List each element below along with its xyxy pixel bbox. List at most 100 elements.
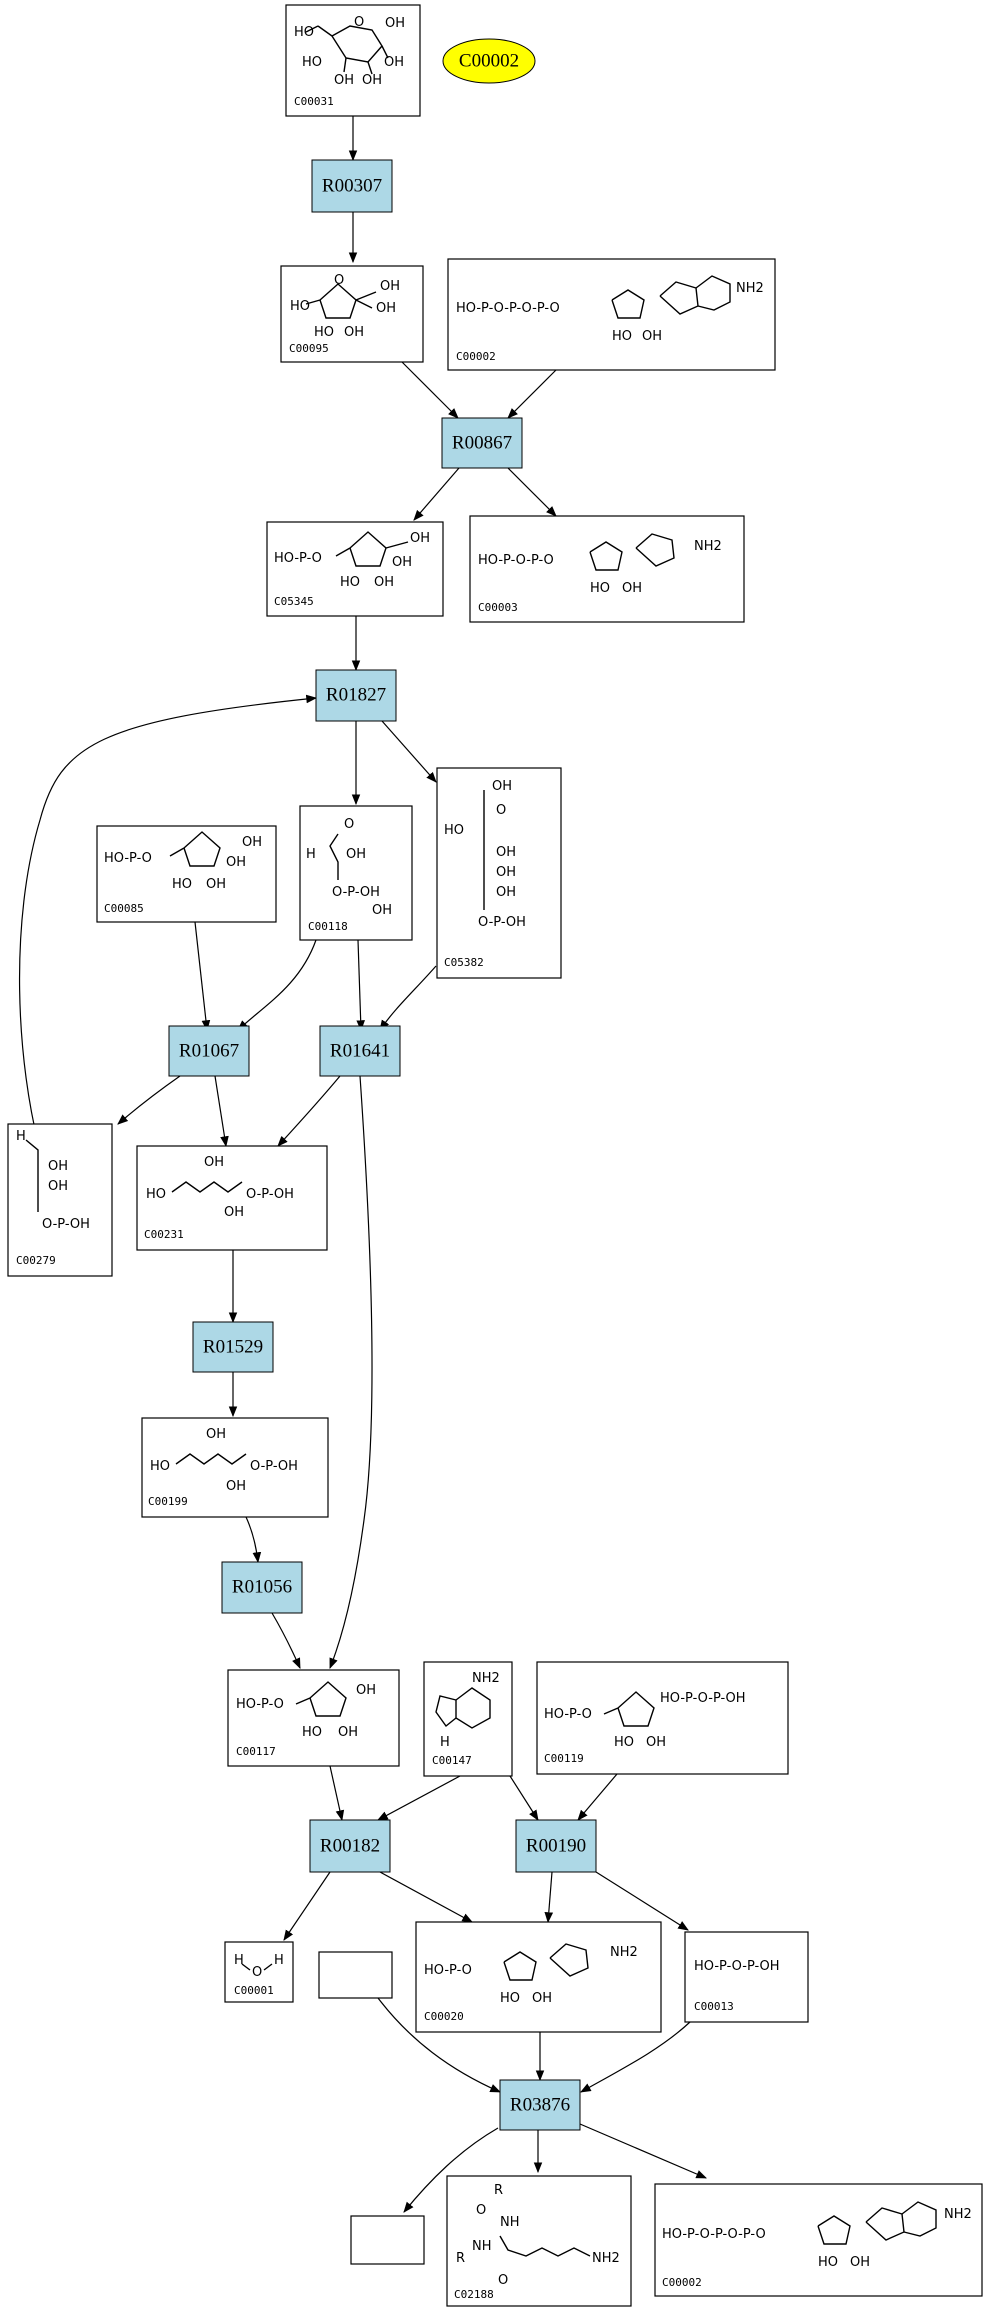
svg-text:NH2: NH2 bbox=[472, 1671, 500, 1686]
svg-text:O: O bbox=[476, 2203, 486, 2218]
edge-r01067-c00231 bbox=[214, 1075, 229, 1148]
reaction-r03876[interactable]: R03876 bbox=[499, 2079, 581, 2131]
svg-text:O-P-OH: O-P-OH bbox=[478, 915, 526, 930]
svg-text:OH: OH bbox=[410, 531, 430, 546]
svg-text:O-P-OH: O-P-OH bbox=[332, 885, 380, 900]
svg-text:OH: OH bbox=[372, 903, 392, 918]
reaction-r01827[interactable]: R01827 bbox=[315, 669, 397, 722]
structure-drawing: HO-P-O-P-O NH2 HO OH bbox=[478, 533, 722, 596]
structure-drawing: HO OH OH O-P-OH bbox=[150, 1427, 298, 1494]
reaction-r00182[interactable]: R00182 bbox=[309, 1819, 391, 1873]
svg-text:H: H bbox=[306, 847, 316, 862]
compound-id: C00085 bbox=[104, 902, 144, 915]
reaction-r01067[interactable]: R01067 bbox=[168, 1025, 250, 1077]
compound-c00117[interactable]: HO-P-O OH HO OH C00117 bbox=[227, 1669, 400, 1767]
svg-text:HO: HO bbox=[290, 299, 310, 314]
compound-unlabeled-1[interactable] bbox=[318, 1951, 393, 1999]
svg-text:HO: HO bbox=[172, 877, 192, 892]
svg-text:OH: OH bbox=[492, 779, 512, 794]
compound-c00013[interactable]: HO-P-O-P-OH C00013 bbox=[684, 1931, 809, 2023]
reaction-r01056[interactable]: R01056 bbox=[221, 1561, 303, 1614]
svg-text:OH: OH bbox=[206, 877, 226, 892]
edge-r00182-c00001 bbox=[283, 1871, 331, 1941]
compound-c00003[interactable]: HO-P-O-P-O NH2 HO OH C00003 bbox=[469, 515, 745, 623]
reaction-label: R00867 bbox=[452, 432, 512, 453]
reaction-label: R00307 bbox=[322, 175, 382, 196]
svg-text:H: H bbox=[16, 1129, 26, 1144]
compound-c05345[interactable]: HO-P-O OH OH HO OH C05345 bbox=[266, 521, 444, 617]
compound-c02188[interactable]: R O NH R NH O NH2 C02188 bbox=[446, 2175, 632, 2307]
edge-c00199-r01056 bbox=[245, 1516, 262, 1564]
compound-c00031[interactable]: HO OH HO OH OH OH O C00031 bbox=[285, 4, 421, 117]
svg-text:OH: OH bbox=[392, 555, 412, 570]
compound-id: C00119 bbox=[544, 1752, 584, 1765]
reaction-r00307[interactable]: R00307 bbox=[311, 159, 393, 213]
compound-c00001[interactable]: H O H C00001 bbox=[224, 1941, 294, 2003]
svg-text:OH: OH bbox=[362, 73, 382, 88]
compound-c00199[interactable]: HO OH OH O-P-OH C00199 bbox=[141, 1417, 329, 1518]
svg-text:OH: OH bbox=[496, 845, 516, 860]
reaction-r01529[interactable]: R01529 bbox=[192, 1321, 274, 1373]
edge-c05382-r01641 bbox=[379, 965, 437, 1031]
compound-c00085[interactable]: HO-P-O OH OH HO OH C00085 bbox=[96, 825, 277, 923]
reaction-r01641[interactable]: R01641 bbox=[319, 1025, 401, 1077]
compound-id: C00147 bbox=[432, 1754, 472, 1767]
svg-text:OH: OH bbox=[376, 301, 396, 316]
compound-c00002-bottom[interactable]: HO-P-O-P-O-P-O NH2 HO OH C00002 bbox=[654, 2183, 983, 2297]
compound-c00118[interactable]: O H OH O-P-OH OH C00118 bbox=[299, 805, 413, 941]
compound-c00147[interactable]: NH2 H C00147 bbox=[423, 1661, 513, 1777]
svg-text:OH: OH bbox=[380, 279, 400, 294]
edge-r00182-c00020 bbox=[379, 1871, 473, 1923]
compound-c00020[interactable]: HO-P-O NH2 HO OH C00020 bbox=[415, 1921, 662, 2033]
svg-text:HO: HO bbox=[614, 1735, 634, 1750]
svg-text:OH: OH bbox=[338, 1725, 358, 1740]
compound-c00231[interactable]: HO OH OH O-P-OH C00231 bbox=[136, 1145, 328, 1251]
svg-text:HO-P-O: HO-P-O bbox=[236, 1697, 284, 1712]
svg-text:NH2: NH2 bbox=[592, 2251, 620, 2266]
reaction-label: R00182 bbox=[320, 1835, 380, 1856]
svg-text:NH2: NH2 bbox=[610, 1945, 638, 1960]
reaction-r00867[interactable]: R00867 bbox=[441, 417, 523, 469]
compound-id: C00013 bbox=[694, 2000, 734, 2013]
structure-drawing: HO-P-O-P-O-P-O NH2 HO OH bbox=[456, 275, 764, 344]
svg-text:HO-P-O-P-OH: HO-P-O-P-OH bbox=[694, 1959, 780, 1974]
compound-id: C00002 bbox=[456, 350, 496, 363]
compound-id: C00199 bbox=[148, 1495, 188, 1508]
svg-text:H: H bbox=[440, 1735, 450, 1750]
svg-text:OH: OH bbox=[206, 1427, 226, 1442]
structure-drawing: HO-P-O OH OH HO OH bbox=[274, 531, 430, 590]
svg-text:HO-P-O: HO-P-O bbox=[104, 851, 152, 866]
edge-r00190-c00020 bbox=[544, 1871, 554, 1924]
svg-text:HO-P-O: HO-P-O bbox=[274, 551, 322, 566]
reaction-label: R01827 bbox=[326, 684, 386, 705]
compound-c05382[interactable]: OH O HO OH OH OH O-P-OH C05382 bbox=[436, 767, 562, 979]
svg-text:OH: OH bbox=[622, 581, 642, 596]
svg-text:OH: OH bbox=[385, 16, 405, 31]
edge-c00013-r03876 bbox=[580, 2021, 691, 2093]
svg-text:HO: HO bbox=[302, 1725, 322, 1740]
compound-c00119[interactable]: HO-P-O HO-P-O-P-OH HO OH C00119 bbox=[536, 1661, 789, 1775]
compound-c00279[interactable]: H OH OH O-P-OH C00279 bbox=[7, 1123, 113, 1277]
edge-r03876-blank2 bbox=[403, 2127, 499, 2213]
highlight-node[interactable]: C00002 bbox=[442, 38, 536, 84]
compound-id: C00002 bbox=[662, 2276, 702, 2289]
edge-r01827-c05382 bbox=[381, 720, 437, 783]
edge-c00002-r00867 bbox=[507, 369, 557, 419]
edge-r01641-c00231 bbox=[277, 1075, 341, 1147]
compound-c00095[interactable]: HO OH OH HO OH O C00095 bbox=[280, 265, 424, 363]
svg-text:OH: OH bbox=[384, 55, 404, 70]
reaction-r00190[interactable]: R00190 bbox=[515, 1819, 597, 1873]
svg-text:HO-P-O: HO-P-O bbox=[544, 1707, 592, 1722]
svg-text:OH: OH bbox=[850, 2255, 870, 2270]
compound-c00002[interactable]: HO-P-O-P-O-P-O NH2 HO OH C00002 bbox=[447, 258, 776, 371]
structure-drawing: HO-P-O NH2 HO OH bbox=[424, 1943, 638, 2006]
svg-text:HO: HO bbox=[818, 2255, 838, 2270]
svg-text:OH: OH bbox=[374, 575, 394, 590]
svg-text:HO-P-O-P-O-P-O: HO-P-O-P-O-P-O bbox=[456, 301, 560, 316]
structure-drawing: HO-P-O-P-OH bbox=[694, 1959, 780, 1974]
svg-text:O: O bbox=[498, 2273, 508, 2288]
compound-unlabeled-2[interactable] bbox=[350, 2215, 425, 2265]
svg-text:O: O bbox=[354, 15, 364, 30]
reaction-label: R01067 bbox=[179, 1040, 239, 1061]
